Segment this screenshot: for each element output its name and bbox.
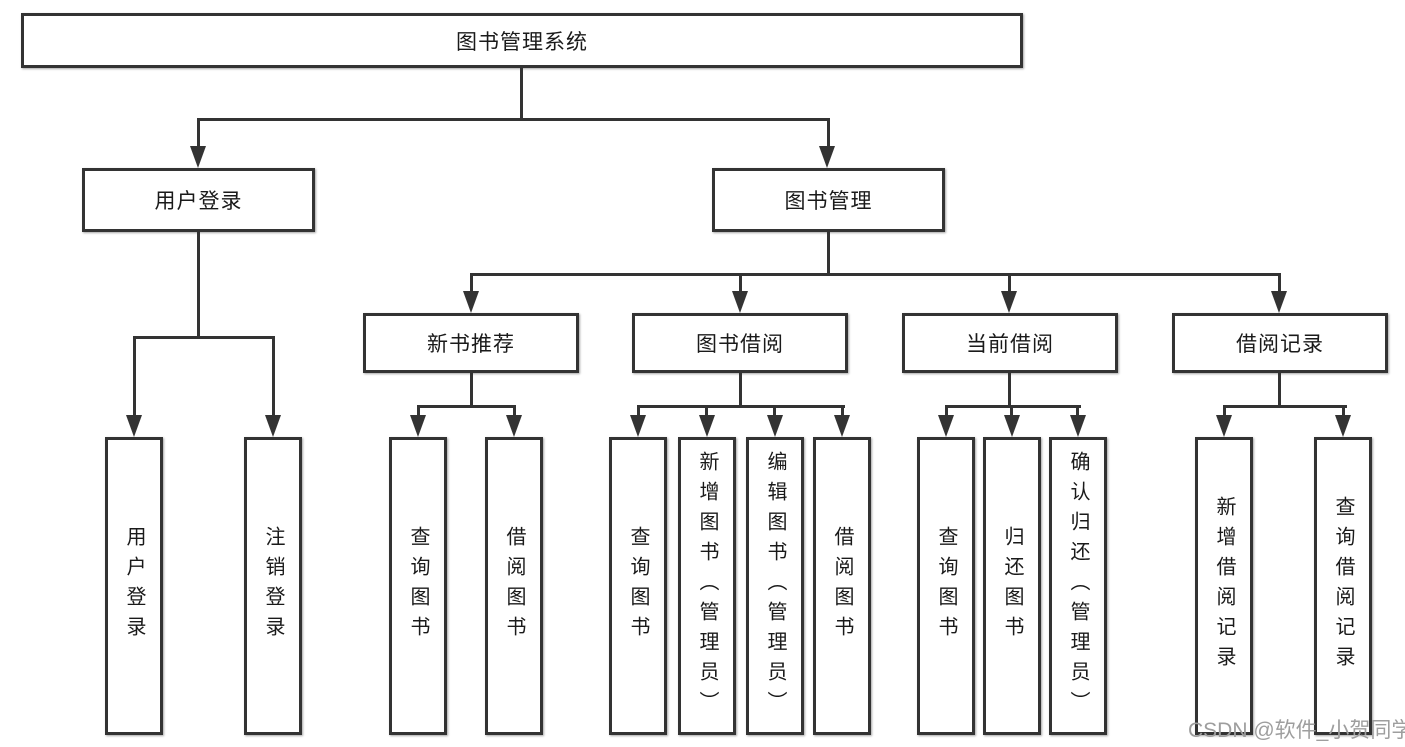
- node-borrow-record: 借阅记录: [1172, 313, 1388, 373]
- leaf-query-borrow-record-label: 查询借阅记录: [1332, 496, 1354, 676]
- connector-stem: [739, 273, 742, 293]
- node-borrow-record-label: 借阅记录: [1236, 333, 1324, 356]
- connector-book-borrow-bar: [637, 405, 845, 408]
- connector-stem: [1342, 405, 1345, 417]
- connector-root-bar: [197, 118, 830, 121]
- leaf-add-borrow-record: 新增借阅记录: [1195, 437, 1253, 735]
- leaf-query-books-borrow: 查询图书: [609, 437, 667, 735]
- connector-book-management-bar: [470, 273, 1281, 276]
- arrowhead: [1070, 415, 1086, 437]
- leaf-query-books-borrow-label: 查询图书: [627, 526, 649, 646]
- connector-user-login-bar: [133, 336, 275, 339]
- node-book-management-label: 图书管理: [784, 190, 873, 213]
- arrowhead: [1271, 291, 1287, 313]
- leaf-edit-book-admin: 编辑图书（管理员）: [746, 437, 804, 735]
- connector-current-borrow-stem: [1008, 373, 1011, 405]
- arrowhead: [1004, 415, 1020, 437]
- connector-stem: [827, 118, 830, 150]
- watermark: CSDN @软件_小贺同学: [1188, 719, 1405, 742]
- connector-stem: [513, 405, 516, 417]
- arrowhead: [767, 415, 783, 437]
- connector-new-book-bar: [417, 405, 516, 408]
- arrowhead: [819, 146, 835, 168]
- leaf-query-books-current-label: 查询图书: [935, 526, 957, 646]
- node-new-book-recommend: 新书推荐: [363, 313, 579, 373]
- leaf-user-login: 用户登录: [105, 437, 163, 735]
- leaf-borrow-books: 借阅图书: [813, 437, 871, 735]
- node-root: 图书管理系统: [21, 13, 1023, 68]
- connector-stem: [1076, 405, 1079, 417]
- arrowhead: [834, 415, 850, 437]
- leaf-query-borrow-record: 查询借阅记录: [1314, 437, 1372, 735]
- leaf-confirm-return-admin-label: 确认归还（管理员）: [1067, 451, 1089, 721]
- node-current-borrow: 当前借阅: [902, 313, 1118, 373]
- connector-stem: [133, 336, 136, 417]
- connector-stem: [1010, 405, 1013, 417]
- arrowhead: [506, 415, 522, 437]
- arrowhead: [630, 415, 646, 437]
- connector-borrow-record-bar: [1223, 405, 1347, 408]
- leaf-return-book: 归还图书: [983, 437, 1041, 735]
- leaf-query-books-recommend-label: 查询图书: [407, 526, 429, 646]
- connector-current-borrow-bar: [945, 405, 1081, 408]
- node-book-borrow: 图书借阅: [632, 313, 848, 373]
- arrowhead: [463, 291, 479, 313]
- leaf-add-borrow-record-label: 新增借阅记录: [1213, 496, 1235, 676]
- leaf-borrow-books-recommend-label: 借阅图书: [503, 526, 525, 646]
- leaf-user-login-label: 用户登录: [123, 526, 145, 646]
- arrowhead: [732, 291, 748, 313]
- connector-new-book-stem: [470, 373, 473, 405]
- leaf-logout-label: 注销登录: [262, 526, 284, 646]
- arrowhead: [410, 415, 426, 437]
- node-new-book-recommend-label: 新书推荐: [427, 333, 515, 356]
- leaf-return-book-label: 归还图书: [1001, 526, 1023, 646]
- leaf-borrow-books-recommend: 借阅图书: [485, 437, 543, 735]
- arrowhead: [1335, 415, 1351, 437]
- connector-stem: [705, 405, 708, 417]
- arrowhead: [1001, 291, 1017, 313]
- node-book-borrow-label: 图书借阅: [696, 333, 784, 356]
- arrowhead: [938, 415, 954, 437]
- leaf-query-books-current: 查询图书: [917, 437, 975, 735]
- connector-stem: [272, 336, 275, 417]
- connector-stem: [637, 405, 640, 417]
- node-root-label: 图书管理系统: [456, 30, 588, 54]
- connector-book-management-stem: [827, 232, 830, 273]
- connector-stem: [197, 118, 200, 150]
- leaf-add-book-admin: 新增图书（管理员）: [678, 437, 736, 735]
- connector-stem: [841, 405, 844, 417]
- node-user-login-label: 用户登录: [154, 190, 243, 213]
- connector-stem: [1278, 273, 1281, 293]
- arrowhead: [265, 415, 281, 437]
- connector-stem: [1223, 405, 1226, 417]
- connector-stem: [1008, 273, 1011, 293]
- node-book-management: 图书管理: [712, 168, 945, 232]
- connector-stem: [470, 273, 473, 293]
- arrowhead: [1216, 415, 1232, 437]
- arrowhead: [126, 415, 142, 437]
- leaf-edit-book-admin-label: 编辑图书（管理员）: [764, 451, 786, 721]
- leaf-borrow-books-label: 借阅图书: [831, 526, 853, 646]
- leaf-query-books-recommend: 查询图书: [389, 437, 447, 735]
- node-current-borrow-label: 当前借阅: [966, 333, 1054, 356]
- connector-book-borrow-stem: [739, 373, 742, 405]
- leaf-logout: 注销登录: [244, 437, 302, 735]
- connector-stem: [945, 405, 948, 417]
- leaf-add-book-admin-label: 新增图书（管理员）: [696, 451, 718, 721]
- connector-root-stem: [520, 68, 523, 118]
- connector-stem: [417, 405, 420, 417]
- connector-borrow-record-stem: [1278, 373, 1281, 405]
- connector-user-login-stem: [197, 232, 200, 336]
- node-user-login: 用户登录: [82, 168, 315, 232]
- connector-stem: [773, 405, 776, 417]
- arrowhead: [190, 146, 206, 168]
- arrowhead: [699, 415, 715, 437]
- leaf-confirm-return-admin: 确认归还（管理员）: [1049, 437, 1107, 735]
